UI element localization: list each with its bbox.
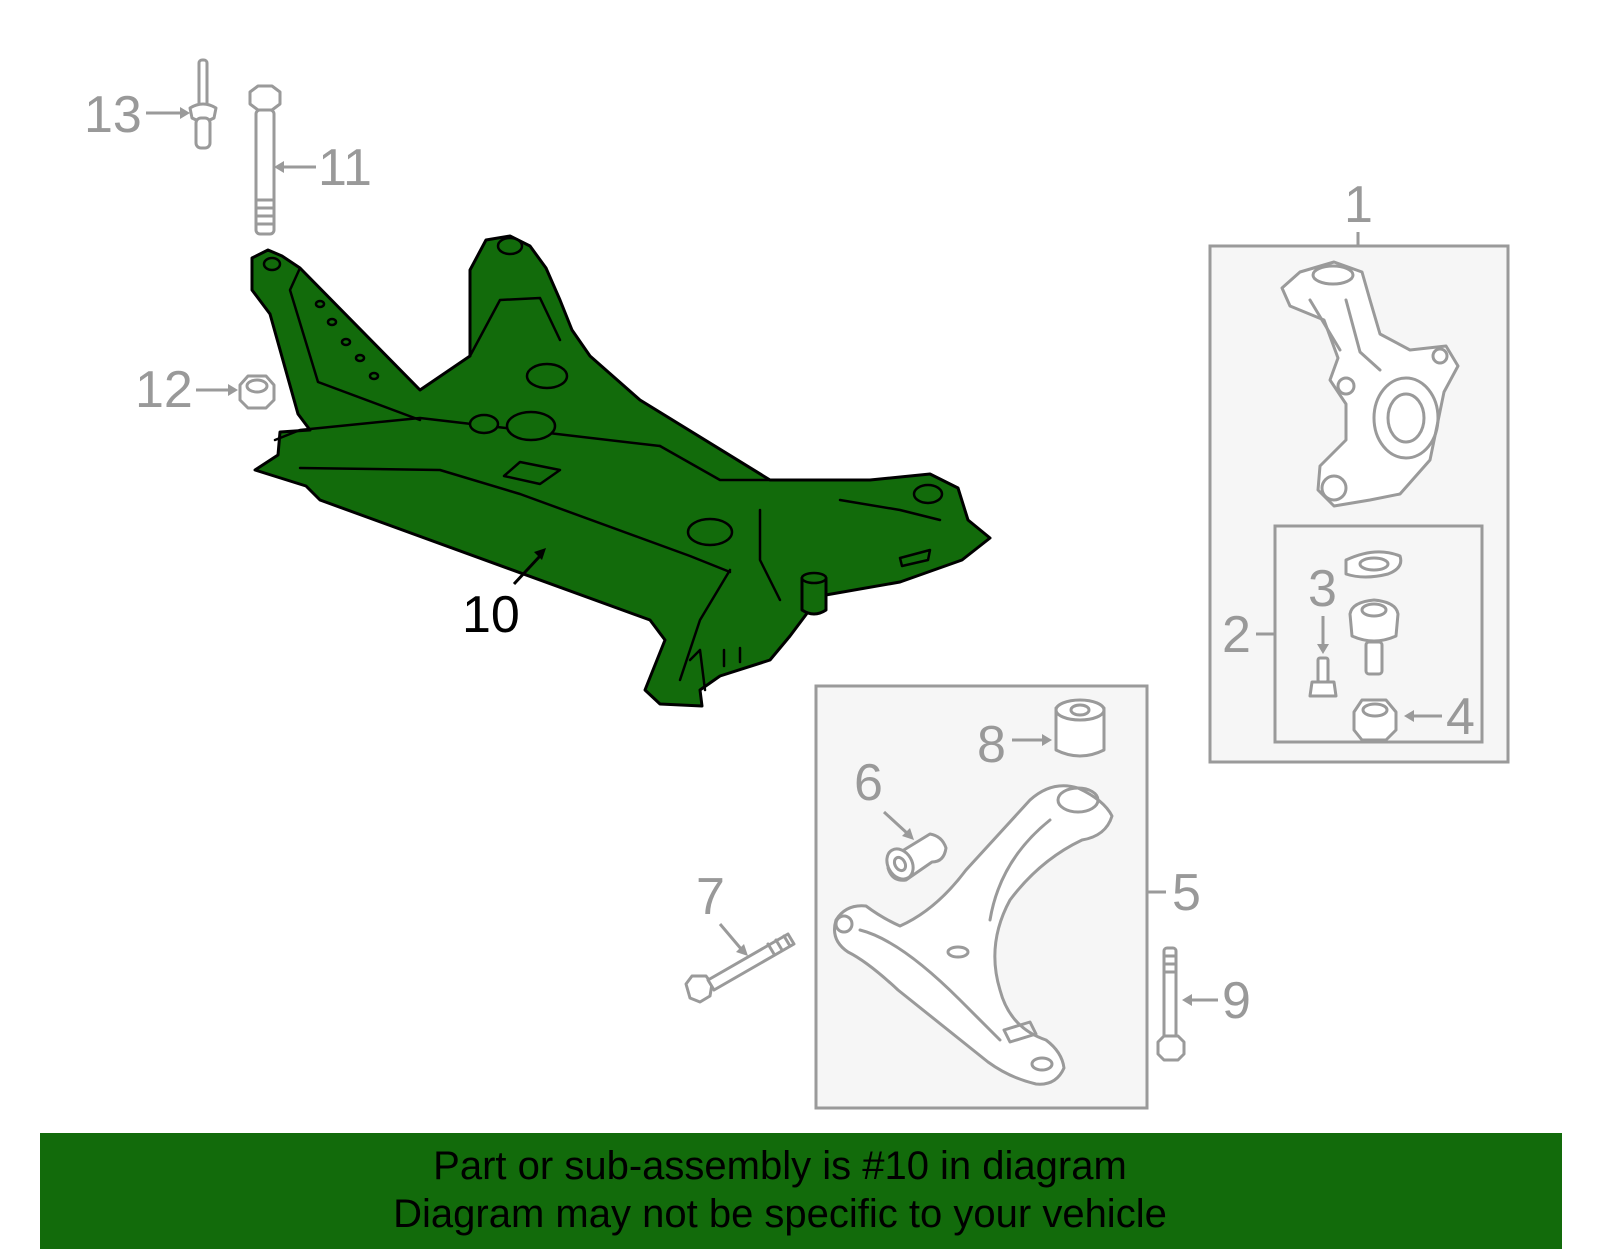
callout-2: 2 bbox=[1222, 606, 1251, 664]
part-10-crossmember[interactable] bbox=[250, 234, 992, 708]
leader-7 bbox=[718, 923, 748, 956]
part-11-bolt[interactable] bbox=[248, 84, 282, 236]
callout-3: 3 bbox=[1308, 560, 1337, 618]
part-13-rivet[interactable] bbox=[188, 58, 218, 150]
callout-1: 1 bbox=[1344, 176, 1373, 234]
leader-6 bbox=[882, 810, 914, 840]
callout-6: 6 bbox=[854, 754, 883, 812]
leader-12 bbox=[196, 384, 238, 396]
callout-7: 7 bbox=[696, 868, 725, 926]
callout-12: 12 bbox=[135, 361, 193, 419]
callout-10: 10 bbox=[462, 586, 520, 644]
callout-13: 13 bbox=[84, 86, 142, 144]
leader-10 bbox=[512, 548, 546, 586]
leader-13 bbox=[146, 107, 190, 119]
part-control-arm[interactable] bbox=[833, 784, 1114, 1086]
info-banner: Part or sub-assembly is #10 in diagram D… bbox=[40, 1133, 1562, 1249]
callout-5: 5 bbox=[1172, 864, 1201, 922]
banner-line-2: Diagram may not be specific to your vehi… bbox=[393, 1192, 1167, 1236]
part-12-nut[interactable] bbox=[238, 374, 276, 410]
part-6-bushing[interactable] bbox=[882, 832, 948, 884]
part-7-bolt[interactable] bbox=[684, 932, 796, 1004]
callout-8: 8 bbox=[977, 716, 1006, 774]
leader-8 bbox=[1012, 734, 1052, 746]
callout-11: 11 bbox=[318, 139, 372, 197]
part-4-castle-nut[interactable] bbox=[1352, 698, 1398, 742]
part-9-bolt[interactable] bbox=[1156, 946, 1186, 1062]
part-3-pinch-bolt[interactable] bbox=[1308, 656, 1338, 698]
part-1-steering-knuckle[interactable] bbox=[1280, 260, 1460, 508]
leader-3 bbox=[1317, 616, 1329, 654]
leader-9 bbox=[1182, 994, 1218, 1006]
leader-4 bbox=[1404, 710, 1442, 722]
banner-line-1: Part or sub-assembly is #10 in diagram bbox=[433, 1144, 1127, 1188]
part-ball-joint[interactable] bbox=[1348, 598, 1400, 676]
callout-9: 9 bbox=[1222, 972, 1251, 1030]
part-retaining-clip[interactable] bbox=[1344, 550, 1403, 579]
callout-4: 4 bbox=[1446, 688, 1475, 746]
leader-11 bbox=[274, 161, 316, 173]
part-8-bushing[interactable] bbox=[1054, 698, 1106, 758]
